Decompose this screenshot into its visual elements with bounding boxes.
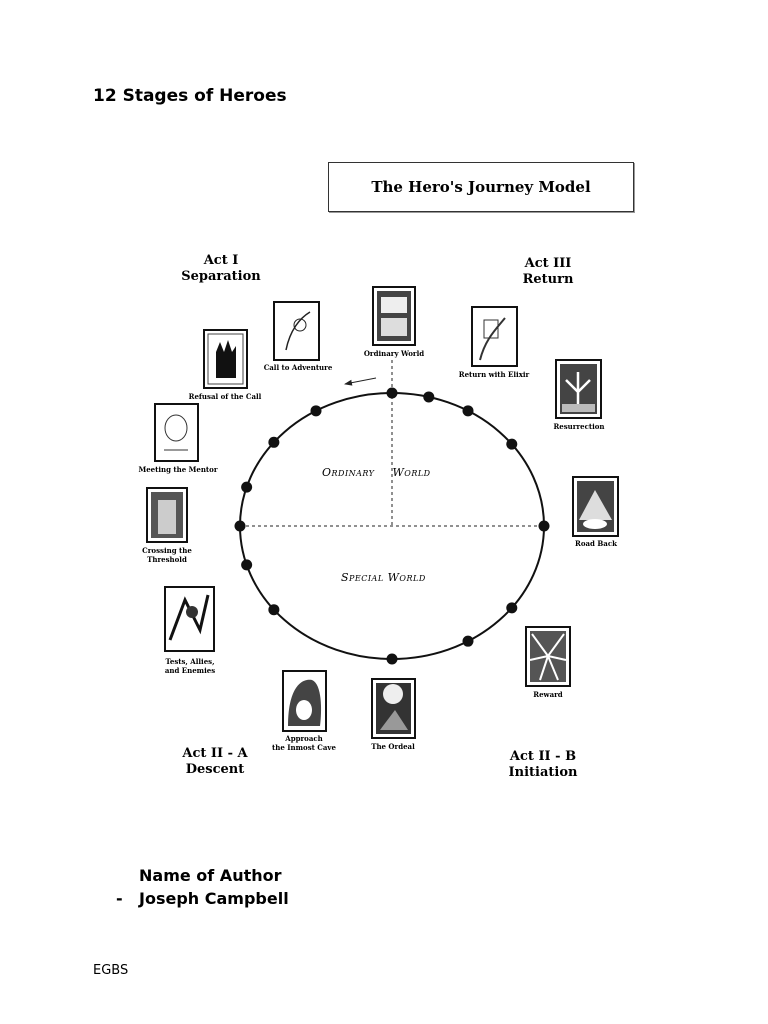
card-ordinary-world	[372, 286, 416, 346]
card-crossing-the-threshold	[146, 487, 188, 543]
card-meeting-the-mentor	[154, 403, 199, 462]
stage-dot	[268, 604, 280, 616]
special-world-label: Special World	[341, 571, 426, 584]
ordinary-world-word2: World	[392, 466, 431, 479]
stage-dot	[506, 438, 518, 450]
stage-label-return-with-elixir: Return with Elixir	[458, 370, 530, 379]
card-tests-allies-enemies	[164, 586, 215, 652]
act-i-number: Act I	[203, 253, 239, 268]
card-refusal-of-the-call	[203, 329, 248, 389]
act-ii-a-number: Act II - A	[182, 746, 248, 761]
stage-dot	[241, 559, 253, 571]
footer-text: EGBS	[93, 963, 129, 978]
stage-label-reward: Reward	[533, 690, 563, 699]
act-i-name: Separation	[181, 269, 261, 284]
stage-dots	[234, 387, 550, 665]
card-the-ordeal	[371, 678, 416, 739]
ordinary-world-label: Ordinary World	[322, 466, 431, 479]
stage-dot	[386, 653, 398, 665]
act-ii-a-name: Descent	[185, 762, 245, 777]
stage-label-ordinary-world: Ordinary World	[363, 349, 425, 358]
stage-dot	[310, 405, 322, 417]
stage-dot	[462, 405, 474, 417]
document-title: 12 Stages of Heroes	[93, 86, 287, 106]
stage-dot	[268, 436, 280, 448]
direction-arrow	[344, 377, 377, 386]
stage-label-road-back: Road Back	[575, 539, 617, 548]
card-reward	[525, 626, 571, 687]
stage-label-tests-allies-enemies: Tests, Allies, and Enemies	[164, 657, 216, 675]
stage-dot	[386, 387, 398, 399]
stage-label-meeting-the-mentor: Meeting the Mentor	[138, 465, 218, 474]
act-ii-b-name: Initiation	[508, 765, 578, 780]
card-call-to-adventure	[273, 301, 320, 361]
act-ii-a-label: Act II - A Descent	[155, 746, 275, 778]
stage-label-call-to-adventure: Call to Adventure	[263, 363, 333, 372]
author-bullet: -	[116, 889, 123, 908]
author-name: Joseph Campbell	[139, 889, 289, 908]
stage-label-resurrection: Resurrection	[553, 422, 605, 431]
stage-dot	[506, 602, 518, 614]
stage-dot	[423, 391, 435, 403]
diagram-title-box: The Hero's Journey Model	[328, 162, 634, 212]
diagram-title: The Hero's Journey Model	[371, 178, 591, 196]
act-iii-number: Act III	[524, 256, 572, 271]
stage-dot	[234, 520, 246, 532]
author-heading: Name of Author	[139, 866, 282, 885]
stage-label-approach-inmost-cave: Approach the Inmost Cave	[272, 734, 336, 752]
act-iii-name: Return	[522, 272, 574, 287]
stage-dot	[462, 635, 474, 647]
stage-dot	[538, 520, 550, 532]
stage-label-crossing-the-threshold: Crossing the Threshold	[142, 546, 192, 564]
stage-label-refusal-of-the-call: Refusal of the Call	[188, 392, 262, 401]
card-approach-inmost-cave	[282, 670, 327, 732]
card-return-with-elixir	[471, 306, 518, 367]
card-road-back	[572, 476, 619, 537]
ordinary-world-word1: Ordinary	[322, 466, 375, 479]
act-ii-b-label: Act II - B Initiation	[483, 749, 603, 781]
card-resurrection	[555, 359, 602, 419]
stage-label-the-ordeal: The Ordeal	[371, 742, 415, 751]
stage-dot	[241, 481, 253, 493]
act-i-label: Act I Separation	[161, 253, 281, 285]
act-ii-b-number: Act II - B	[509, 749, 577, 764]
act-iii-label: Act III Return	[488, 256, 608, 288]
